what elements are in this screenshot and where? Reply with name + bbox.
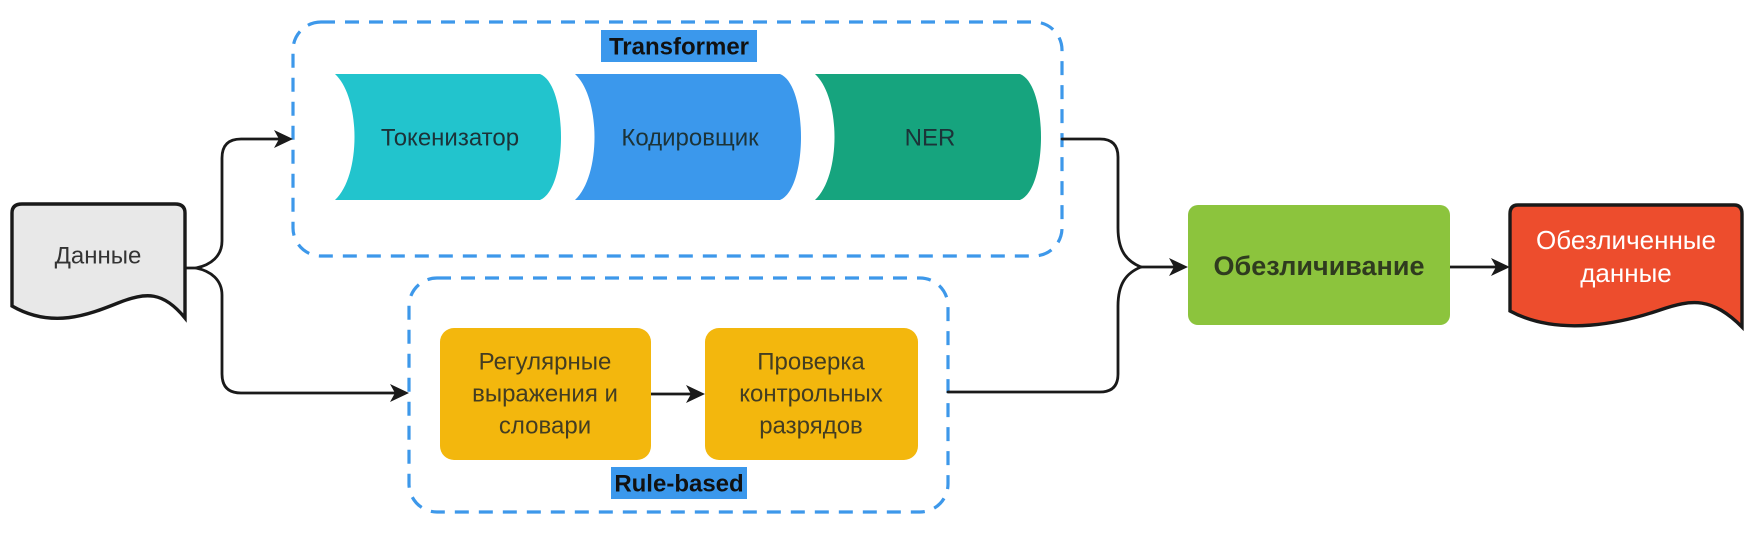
transformer-label-bg	[601, 30, 757, 62]
arrowhead-into-anonymization	[1169, 258, 1188, 276]
encoder-shape	[575, 74, 801, 200]
encoder-label: Кодировщик	[621, 125, 759, 152]
ner-label: NER	[905, 125, 956, 152]
regex-label-line-3: словари	[499, 413, 591, 440]
source-label: Данные	[55, 243, 142, 270]
rule-based-label-bg	[611, 467, 747, 499]
arrowheads	[274, 130, 1510, 403]
result-doc-shape	[1508, 203, 1744, 332]
edge-transformer-to-merge	[1060, 137, 1143, 269]
regex-box	[440, 328, 651, 460]
node-check-digits: Проверка контрольных разрядов	[705, 328, 918, 460]
node-tokenizer: Токенизатор	[335, 74, 561, 200]
edge-source-to-transformer	[183, 137, 290, 270]
ner-shape	[815, 74, 1041, 200]
check-digits-label-line-1: Проверка	[757, 349, 865, 376]
node-ner: NER	[815, 74, 1041, 200]
tokenizer-shape	[335, 74, 561, 200]
node-anonymization: Обезличивание	[1188, 205, 1450, 325]
edge-rule-based-to-merge	[946, 265, 1143, 394]
result-label-line-1: Обезличенные	[1536, 225, 1716, 255]
check-digits-box	[705, 328, 918, 460]
edges	[183, 137, 1505, 396]
result-label-line-2: данные	[1580, 258, 1672, 288]
node-encoder: Кодировщик	[575, 74, 801, 200]
node-result	[1508, 203, 1744, 332]
arrowhead-into-transformer	[274, 130, 293, 148]
anonymization-label: Обезличивание	[1214, 251, 1425, 281]
rule-based-label: Rule-based	[614, 471, 743, 498]
node-regex: Регулярные выражения и словари	[440, 328, 651, 460]
rule-based-container-border	[407, 276, 950, 514]
subgraph-rule-based: Rule-based	[407, 276, 950, 514]
node-source	[10, 202, 187, 323]
check-digits-label-line-3: разрядов	[759, 413, 863, 440]
tokenizer-label: Токенизатор	[381, 125, 519, 152]
edge-source-to-rule-based	[194, 266, 405, 395]
regex-label-line-1: Регулярные	[479, 349, 612, 376]
arrowhead-into-rule-based	[390, 384, 409, 402]
arrowhead-into-result	[1491, 258, 1510, 276]
source-doc-shape	[10, 202, 187, 323]
anonymization-box	[1188, 205, 1450, 325]
regex-label-line-2: выражения и	[472, 381, 618, 408]
check-digits-label-line-2: контрольных	[739, 381, 883, 408]
arrowhead-into-check-digits	[686, 385, 705, 403]
transformer-label: Transformer	[609, 34, 749, 61]
